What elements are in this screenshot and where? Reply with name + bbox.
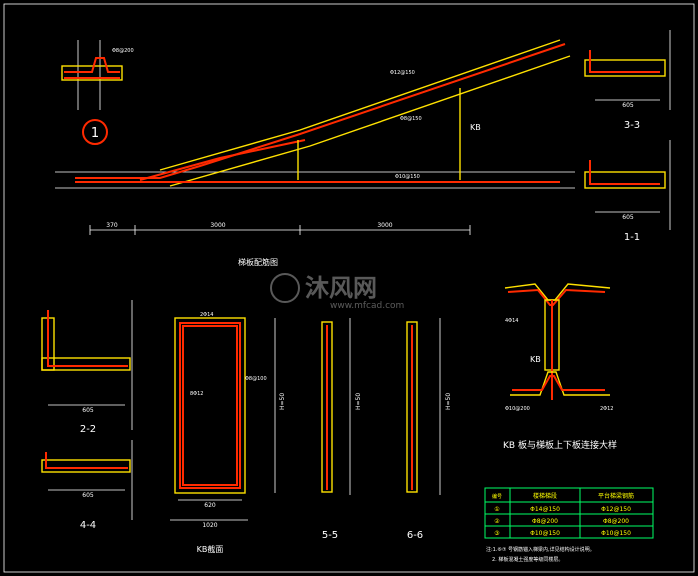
kb-label-connection: KB bbox=[530, 355, 541, 364]
table-cell: Φ12@150 bbox=[601, 506, 631, 513]
detail-1-label: 1 bbox=[91, 126, 99, 141]
detail-1-note: Φ8@200 bbox=[112, 48, 134, 54]
kb-connection-detail: KB 4Φ14 Φ10@200 2Φ12 KB 板与梯板上下板连接大样 bbox=[503, 283, 617, 451]
kb-note-1: 2Φ14 bbox=[200, 312, 213, 318]
table-cell: Φ10@150 bbox=[530, 530, 560, 537]
watermark-brand: 沐风网 bbox=[305, 274, 377, 302]
section-5-5-label: 5-5 bbox=[322, 530, 338, 541]
section-1-1: 605 1-1 bbox=[584, 140, 671, 243]
kb-connection-title: KB 板与梯板上下板连接大样 bbox=[503, 439, 617, 451]
conn-note-3: 2Φ12 bbox=[600, 406, 613, 412]
stair-plan-title: 梯板配筋图 bbox=[238, 257, 278, 267]
stair-elevation: KB 370 3000 3000 Φ12@150 Φ10@150 Φ8@150 … bbox=[55, 39, 575, 267]
dim-3000-b: 3000 bbox=[377, 222, 392, 229]
conn-note-1: 4Φ14 bbox=[505, 318, 518, 324]
kb-section: 620 1020 KB截面 2Φ14 Φ8@100 8Φ12 H=50 bbox=[170, 312, 286, 554]
watermark-url: www.mfcad.com bbox=[330, 301, 404, 311]
section-4-4: 605 4-4 bbox=[41, 440, 133, 531]
table-cell: Φ8@200 bbox=[603, 518, 629, 525]
section-3-3-label: 3-3 bbox=[624, 120, 640, 131]
kb-label-elevation: KB bbox=[470, 123, 481, 132]
dim-h-kb: H=50 bbox=[279, 393, 286, 410]
detail-1-marker bbox=[82, 119, 108, 145]
table-cell: Φ14@150 bbox=[530, 506, 560, 513]
section-4-4-label: 4-4 bbox=[80, 520, 96, 531]
watermark: 沐风网 www.mfcad.com bbox=[270, 273, 404, 311]
dim-h-55: H=50 bbox=[355, 393, 362, 410]
section-1-1-label: 1-1 bbox=[624, 232, 640, 243]
dim-605-44: 605 bbox=[82, 492, 94, 499]
kb-section-label: KB截面 bbox=[197, 544, 224, 554]
rebar-table: 编号 楼梯梯段 平台梯梁钢筋 ① Φ14@150 Φ12@150 ② Φ8@20… bbox=[484, 487, 654, 563]
dim-620: 620 bbox=[204, 502, 216, 509]
kb-note-3: 8Φ12 bbox=[190, 391, 203, 397]
table-cell: Φ8@200 bbox=[532, 518, 558, 525]
table-header-2: 平台梯梁钢筋 bbox=[598, 492, 634, 500]
drawing-frame bbox=[3, 3, 695, 573]
section-2-2-label: 2-2 bbox=[80, 424, 96, 435]
section-6-6: H=50 6-6 bbox=[406, 318, 452, 541]
section-5-5: H=50 5-5 bbox=[321, 318, 362, 541]
table-cell: Φ10@150 bbox=[601, 530, 631, 537]
dim-370: 370 bbox=[106, 222, 118, 229]
watermark-logo-icon bbox=[270, 273, 300, 303]
detail-1-group: 1 Φ8@200 bbox=[61, 40, 134, 145]
dim-h-66: H=50 bbox=[445, 393, 452, 410]
rebar-note-elev-2: Φ10@150 bbox=[395, 174, 420, 180]
rebar-note-elev-3: Φ8@150 bbox=[400, 116, 422, 122]
note-2: 2. 梯板混凝土强度等级同楼层。 bbox=[492, 556, 563, 563]
section-2-2: 605 2-2 bbox=[41, 300, 133, 435]
dim-605-11: 605 bbox=[622, 214, 634, 221]
table-header-1: 楼梯梯段 bbox=[533, 492, 557, 500]
kb-note-2: Φ8@100 bbox=[245, 376, 267, 382]
section-6-6-label: 6-6 bbox=[407, 530, 423, 541]
table-cell: ① bbox=[494, 506, 499, 513]
table-cell: ③ bbox=[494, 530, 499, 537]
dim-1020: 1020 bbox=[202, 522, 217, 529]
dim-605-22: 605 bbox=[82, 407, 94, 414]
note-1: 注:1.⑥⑦ 号钢筋锚入梯梁内,详见结构设计说明。 bbox=[486, 546, 595, 553]
table-header-0: 编号 bbox=[492, 493, 502, 500]
dim-3000-a: 3000 bbox=[210, 222, 225, 229]
conn-note-2: Φ10@200 bbox=[505, 406, 530, 412]
table-cell: ② bbox=[494, 518, 500, 525]
section-3-3: 605 3-3 bbox=[584, 30, 671, 131]
dim-605-33: 605 bbox=[622, 102, 634, 109]
rebar-note-elev-1: Φ12@150 bbox=[390, 70, 415, 76]
